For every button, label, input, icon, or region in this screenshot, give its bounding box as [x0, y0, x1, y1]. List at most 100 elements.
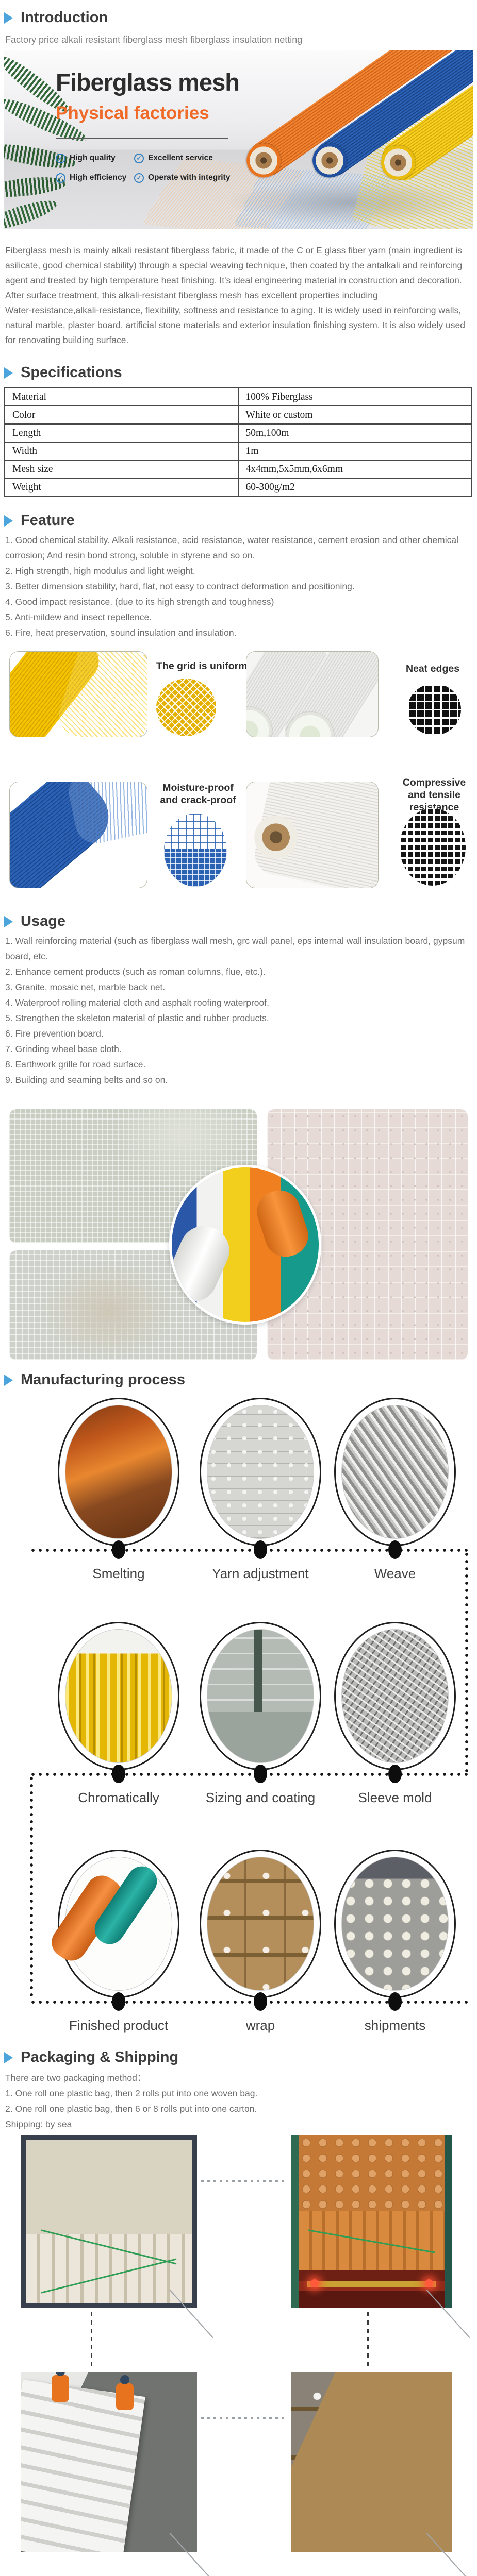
- blue-mesh-swatch-oval: [164, 814, 227, 887]
- process-node-dot: [112, 1540, 125, 1559]
- process-node-dot: [388, 1765, 402, 1783]
- circle-check-icon: ✓: [134, 173, 144, 183]
- red-light-graphic: [310, 2279, 319, 2287]
- introduction-paragraphs: Fiberglass mesh is mainly alkali resista…: [5, 243, 472, 348]
- list-item: 6. Fire, heat preservation, sound insula…: [5, 628, 237, 638]
- banner-subtitle: Physical factories: [56, 103, 209, 123]
- process-dotted-line: [31, 1772, 468, 1777]
- feature-photo-yellow-roll: [9, 651, 147, 737]
- process-step-label: Sleeve mold: [358, 1790, 432, 1805]
- section-header-packaging-shipping: Packaging & Shipping: [4, 2049, 477, 2066]
- benefit-label: Excellent service: [148, 154, 213, 162]
- banner-benefits: ✓ High quality ✓ Excellent service ✓ High e…: [56, 148, 230, 188]
- list-item: 3. Better dimension stability, hard, fla…: [5, 581, 355, 591]
- photo-connector-dashed: [201, 2180, 287, 2182]
- specifications-title: Specifications: [21, 364, 122, 381]
- list-item: 2. High strength, high modulus and light…: [5, 566, 195, 576]
- feature-photo-label: The grid is uniform: [156, 660, 248, 672]
- circle-check-icon: ✓: [134, 153, 144, 163]
- benefit-label: Operate with integrity: [148, 173, 231, 182]
- section-header-usage: Usage: [4, 913, 477, 930]
- list-item: 1. One roll one plastic bag, then 2 roll…: [5, 2088, 258, 2098]
- section-marker-icon: [4, 916, 13, 927]
- process-connector-left: [29, 1776, 34, 2000]
- section-header-specifications: Specifications: [4, 364, 477, 381]
- process-node-dot: [254, 1992, 267, 2011]
- section-marker-icon: [4, 515, 13, 527]
- worker-graphic: [52, 2372, 69, 2402]
- banner-divider-line: [56, 138, 228, 139]
- feature-photo-label: Neat edges: [406, 663, 460, 674]
- process-step-weave-photo: [334, 1398, 456, 1546]
- list-item: 1. Good chemical stability. Alkali resis…: [5, 535, 458, 561]
- list-item: 8. Earthwork grille for road surface.: [5, 1059, 146, 1070]
- photo-connector-dashed-vertical: [367, 2312, 369, 2368]
- process-step-label: Smelting: [92, 1566, 145, 1581]
- list-item: 2. Enhance cement products (such as roma…: [5, 967, 266, 977]
- list-item: Shipping: by sea: [5, 2119, 72, 2129]
- warehouse-cartons-photo: [291, 2372, 452, 2552]
- process-step-label: Finished product: [69, 2018, 169, 2033]
- dash-mesh-swatch-oval: [400, 808, 466, 886]
- circle-check-icon: ✓: [56, 173, 65, 183]
- process-step-label: Yarn adjustment: [212, 1566, 309, 1581]
- process-node-dot: [112, 1765, 125, 1783]
- spec-key: Length: [4, 423, 239, 443]
- spec-key: Material: [4, 387, 239, 406]
- usage-photo-collage: [0, 1109, 477, 1360]
- feature-photo-label: Compressive and tensile resistance: [402, 777, 466, 813]
- process-step-sizing-coating-photo: [200, 1622, 321, 1770]
- manufacturing-process-diagram: Smelting Yarn adjustment Weave Chromatic…: [0, 1392, 477, 2042]
- usage-photo-colorful-rolls-oval: [169, 1165, 321, 1325]
- photo-connector-dashed-vertical: [91, 2312, 92, 2368]
- white-roll-graphic: [251, 782, 378, 888]
- packaging-shipping-title: Packaging & Shipping: [21, 2049, 179, 2065]
- benefit-item: ✓ Operate with integrity: [134, 168, 230, 188]
- process-step-label: shipments: [364, 2018, 426, 2033]
- benefit-item: ✓ High efficiency: [56, 168, 134, 188]
- list-item: 6. Fire prevention board.: [5, 1028, 104, 1039]
- list-item: 9. Building and seaming belts and so on.: [5, 1075, 168, 1085]
- workers-loading-bundles-photo: [21, 2372, 197, 2552]
- photo-connector-dashed: [201, 2417, 287, 2419]
- intro-paragraph: After surface treatment, this alkali-res…: [5, 290, 378, 300]
- process-node-dot: [254, 1540, 267, 1559]
- introduction-subtitle: Factory price alkali resistant fiberglas…: [5, 35, 303, 45]
- benefit-label: High efficiency: [70, 173, 127, 182]
- intro-paragraph: Fiberglass mesh is mainly alkali resista…: [5, 245, 463, 285]
- section-header-introduction: Introduction: [4, 0, 477, 26]
- benefit-item: ✓ Excellent service: [134, 148, 230, 168]
- worker-graphic: [116, 2375, 134, 2410]
- packaging-list: There are two packaging method： 1. One r…: [5, 2070, 472, 2132]
- list-item: 5. Strengthen the skeleton material of p…: [5, 1013, 269, 1023]
- usage-photo-plaster-patch: [9, 1250, 257, 1360]
- process-step-chromatically-photo: [58, 1622, 179, 1770]
- spec-key: Weight: [4, 478, 239, 497]
- process-dotted-line: [31, 1548, 468, 1553]
- process-step-smelting-photo: [58, 1398, 179, 1546]
- usage-title: Usage: [21, 913, 66, 929]
- spec-value: 50m,100m: [237, 423, 472, 443]
- spec-key: Width: [4, 442, 239, 461]
- usage-list: 1. Wall reinforcing material (such as fi…: [5, 933, 472, 1088]
- list-item: There are two packaging method：: [5, 2073, 146, 2083]
- process-connector-right: [465, 1552, 469, 1775]
- packaging-photo-collage: [0, 2135, 477, 2576]
- introduction-title: Introduction: [21, 9, 108, 26]
- orange-roll-graphic: [251, 1185, 314, 1262]
- white-roll-graphic: [172, 1218, 237, 1310]
- intro-paragraph: Water-resistance,alkali-resistance, flex…: [5, 305, 465, 345]
- benefit-label: High quality: [70, 154, 116, 162]
- yellow-beam-graphic: [307, 2280, 436, 2287]
- feature-photo-white-roll: [246, 782, 379, 888]
- section-marker-icon: [4, 1374, 13, 1386]
- list-item: 1. Wall reinforcing material (such as fi…: [5, 936, 465, 961]
- list-item: 7. Grinding wheel base cloth.: [5, 1044, 122, 1054]
- section-header-manufacturing-process: Manufacturing process: [4, 1371, 477, 1388]
